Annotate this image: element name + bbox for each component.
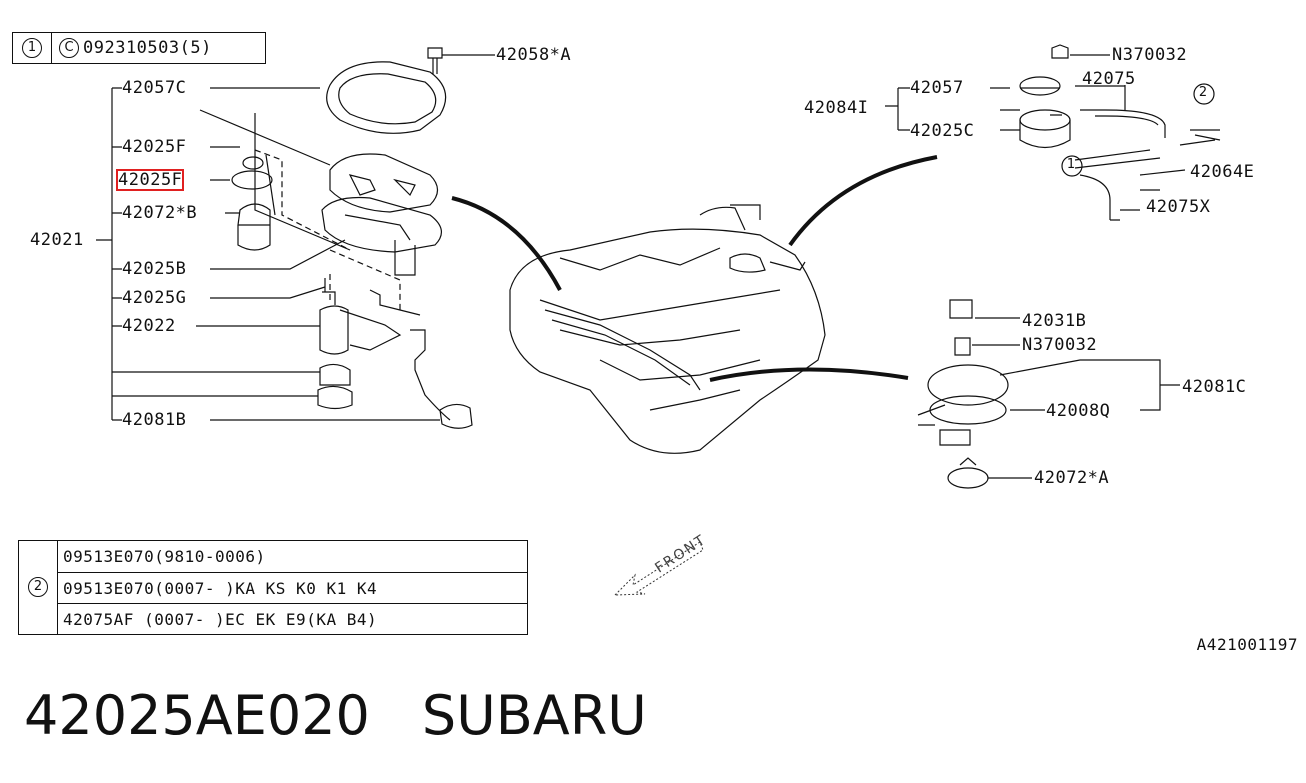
ref-circle-2: 2	[28, 577, 48, 597]
label-42075[interactable]: 42075	[1082, 69, 1136, 89]
left-bracket	[96, 87, 320, 421]
label-42025f-highlighted[interactable]: 42025F	[115, 169, 185, 191]
label-42081b[interactable]: 42081B	[122, 410, 187, 430]
front-arrow-icon	[613, 541, 704, 596]
pump-flange	[321, 196, 442, 276]
label-42031b[interactable]: 42031B	[1022, 311, 1087, 331]
label-42072a[interactable]: 42072*A	[1034, 468, 1110, 488]
diagram-code: A421001197	[1196, 635, 1298, 654]
notes-row-2: 09513E070(0007- )KA KS K0 K1 K4	[63, 579, 378, 598]
notes-row-line	[57, 572, 527, 573]
reference-box: 1 C 092310503(5)	[12, 32, 266, 64]
ref-circle-1-top: 1	[1066, 157, 1076, 172]
fuel-tank	[509, 228, 826, 454]
fuel-pump	[319, 278, 349, 355]
ref-circle-1: 1	[22, 38, 42, 58]
notes-row-line	[57, 603, 527, 604]
label-42025g[interactable]: 42025G	[122, 288, 187, 308]
copyright-icon: C	[59, 38, 79, 58]
label-42072b[interactable]: 42072*B	[122, 203, 198, 223]
footer-part-number: 42025AE020	[24, 684, 370, 747]
label-42084i[interactable]: 42084I	[804, 98, 869, 118]
notes-divider	[57, 541, 58, 634]
label-42057[interactable]: 42057	[910, 78, 964, 98]
label-42022[interactable]: 42022	[122, 316, 176, 336]
label-42021[interactable]: 42021	[30, 230, 84, 250]
level-sender	[369, 289, 451, 421]
gasket-ring	[326, 61, 447, 134]
label-42008q[interactable]: 42008Q	[1046, 401, 1111, 421]
notes-table: 2 09513E070(9810-0006) 09513E070(0007- )…	[18, 540, 528, 635]
pump-plate	[949, 299, 1020, 356]
ref-circle-2-top: 2	[1198, 85, 1208, 100]
label-n370032-top[interactable]: N370032	[1112, 45, 1188, 65]
label-n370032-bottom[interactable]: N370032	[1022, 335, 1098, 355]
label-42025b[interactable]: 42025B	[122, 259, 187, 279]
vent-valve	[1051, 44, 1110, 59]
label-42025c[interactable]: 42025C	[910, 121, 975, 141]
label-42057c[interactable]: 42057C	[122, 78, 187, 98]
label-42075x[interactable]: 42075X	[1146, 197, 1211, 217]
ref-divider	[51, 33, 52, 63]
ref-code: 092310503(5)	[83, 38, 212, 58]
notes-row-3: 42075AF (0007- )EC EK E9(KA B4)	[63, 610, 378, 629]
label-42025f-upper[interactable]: 42025F	[122, 137, 187, 157]
bolt-top	[427, 47, 495, 74]
footer-brand: SUBARU	[421, 684, 647, 747]
label-42064e[interactable]: 42064E	[1190, 162, 1255, 182]
label-42058a[interactable]: 42058*A	[496, 45, 572, 65]
label-42081c[interactable]: 42081C	[1182, 377, 1247, 397]
notes-row-1: 09513E070(9810-0006)	[63, 547, 266, 566]
pump-cover	[329, 153, 439, 213]
footer-title: 42025AE020 SUBARU	[24, 684, 647, 747]
